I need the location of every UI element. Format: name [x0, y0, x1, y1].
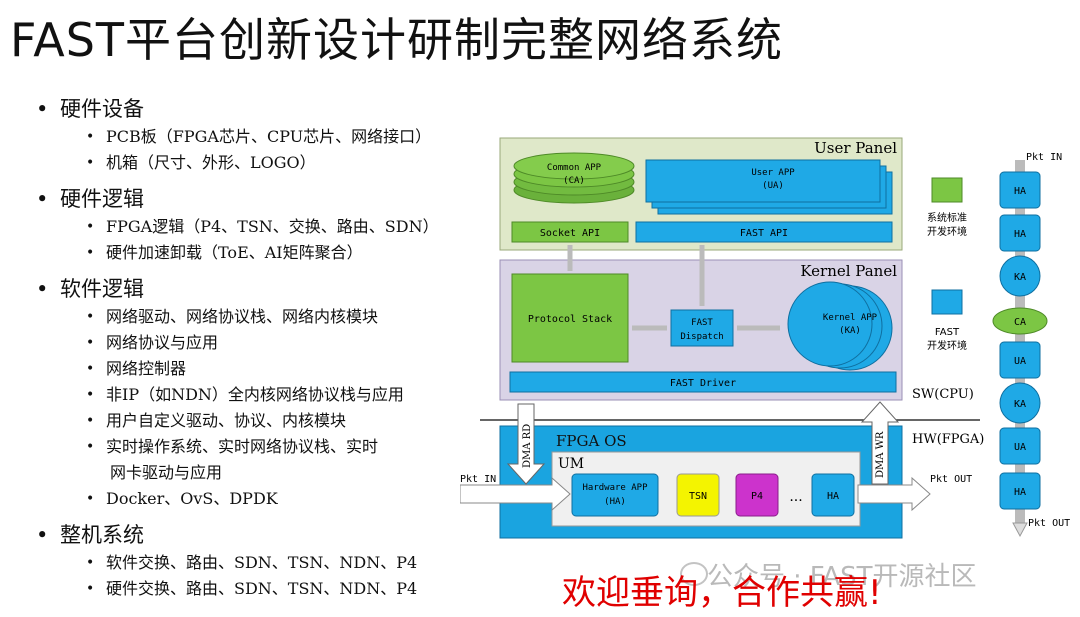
- legend-green-label-1: 系统标准: [927, 211, 967, 224]
- sw-cpu-label: SW(CPU): [912, 387, 974, 402]
- common-app-label: Common APP: [547, 163, 602, 173]
- outline-item: FPGA逻辑（P4、TSN、交换、路由、SDN）: [30, 214, 470, 240]
- um-label: UM: [558, 456, 584, 472]
- pipeline-node-ha: [999, 171, 1041, 209]
- pipeline-node-ha: [999, 214, 1041, 252]
- fast-driver-label: FAST Driver: [670, 378, 736, 389]
- pipeline-out-label: Pkt OUT: [1028, 518, 1070, 529]
- pipeline-node-ua: [999, 341, 1041, 379]
- pipeline-node-label: KA: [1014, 399, 1026, 410]
- outline-item: 硬件加速卸载（ToE、AI矩阵聚合）: [30, 240, 470, 266]
- outline: 硬件设备 PCB板（FPGA芯片、CPU芯片、网络接口） 机箱（尺寸、外形、LO…: [30, 92, 470, 602]
- common-app-abbrev: (CA): [563, 176, 585, 186]
- outline-section-hardware-device: 硬件设备: [30, 94, 470, 124]
- ha-box: [811, 473, 855, 517]
- pkt-out-label: Pkt OUT: [930, 474, 972, 485]
- pipeline-node-ka: [999, 382, 1041, 424]
- kernel-app-label: Kernel APP: [823, 313, 878, 323]
- legend-blue-label-1: FAST: [935, 327, 960, 338]
- pkt-out-arrow: [857, 476, 931, 512]
- fast-dispatch-box: [670, 309, 734, 347]
- legend-blue-swatch: [931, 289, 963, 315]
- pipeline-node-label: HA: [1014, 186, 1026, 197]
- p4-label: P4: [751, 491, 763, 502]
- outline-item: 用户自定义驱动、协议、内核模块: [30, 408, 470, 434]
- outline-item: 软件交换、路由、SDN、TSN、NDN、P4: [30, 550, 470, 576]
- watermark: 公众号 · FAST开源社区: [707, 562, 977, 592]
- outline-section-software-logic: 软件逻辑: [30, 274, 470, 304]
- tsn-box: [676, 473, 720, 517]
- dma-wr-arrow: DMA WR: [860, 401, 900, 485]
- outline-item: 硬件交换、路由、SDN、TSN、NDN、P4: [30, 576, 470, 602]
- user-app-stack: User APP (UA): [645, 159, 893, 215]
- pipeline-node-ua: [999, 427, 1041, 465]
- outline-item: 实时操作系统、实时网络协议栈、实时: [30, 434, 470, 460]
- outline-item: PCB板（FPGA芯片、CPU芯片、网络接口）: [30, 124, 470, 150]
- user-panel-label: User Panel: [814, 139, 897, 157]
- pipeline-column: Pkt IN Pkt OUT HA HA KA CA UA KA UA HA: [992, 152, 1070, 538]
- connector-arrows: [567, 245, 780, 331]
- dma-rd-label: DMA RD: [522, 424, 533, 468]
- architecture-diagram: User Panel Common APP (CA) User APP (UA)…: [460, 137, 1070, 539]
- pipeline-node-label: UA: [1014, 442, 1026, 453]
- outline-item: 网络控制器: [30, 356, 470, 382]
- fast-api-label: FAST API: [740, 228, 788, 239]
- pipeline-node-label: KA: [1014, 272, 1026, 283]
- legend-blue-label-2: 开发环境: [927, 339, 967, 352]
- outline-item: Docker、OvS、DPDK: [30, 486, 470, 512]
- pipeline-node-label: CA: [1014, 317, 1026, 328]
- pkt-in-label: Pkt IN: [460, 474, 496, 485]
- fast-dispatch-label-2: Dispatch: [680, 332, 723, 342]
- page-title: FAST平台创新设计研制完整网络系统: [10, 13, 784, 67]
- outline-item: 网络驱动、网络协议栈、网络内核模块: [30, 304, 470, 330]
- outline-item: 网络协议与应用: [30, 330, 470, 356]
- outline-item: 机箱（尺寸、外形、LOGO）: [30, 150, 470, 176]
- pipeline-in-label: Pkt IN: [1026, 152, 1062, 163]
- pkt-in-arrow: [460, 476, 571, 512]
- hardware-app-box: [571, 473, 659, 517]
- fast-api-box: [635, 221, 893, 243]
- socket-api-box: [511, 221, 629, 243]
- user-app-label: User APP: [751, 168, 795, 178]
- user-app-abbrev: (UA): [762, 181, 784, 191]
- hardware-app-abbrev: (HA): [604, 497, 626, 507]
- socket-api-label: Socket API: [540, 228, 600, 239]
- pipeline-node-label: HA: [1014, 487, 1026, 498]
- pipeline-node-label: HA: [1014, 229, 1026, 240]
- pipeline-node-ka: [999, 255, 1041, 297]
- fpga-os-label: FPGA OS: [556, 432, 627, 450]
- hardware-app-label: Hardware APP: [582, 483, 648, 493]
- pipeline-node-ha: [999, 472, 1041, 510]
- outline-item-continuation: 网卡驱动与应用: [110, 463, 223, 482]
- pipeline-node-label: UA: [1014, 356, 1026, 367]
- common-app-stack: Common APP (CA): [513, 152, 635, 204]
- hw-fpga-label: HW(FPGA): [912, 432, 984, 447]
- pipeline-node-ca: [992, 307, 1048, 335]
- welcome-text: 欢迎垂询，合作共赢!: [562, 573, 882, 613]
- protocol-stack-label: Protocol Stack: [528, 314, 612, 325]
- tsn-label: TSN: [689, 491, 707, 502]
- legend-green-label-2: 开发环境: [927, 225, 967, 238]
- ellipsis: ...: [789, 489, 802, 505]
- fast-dispatch-label-1: FAST: [691, 318, 713, 328]
- outline-section-complete-system: 整机系统: [30, 520, 470, 550]
- kernel-app-stack: Kernel APP (KA): [787, 281, 893, 371]
- dma-wr-label: DMA WR: [875, 431, 886, 478]
- outline-item: 非IP（如NDN）全内核网络协议栈与应用: [30, 382, 470, 408]
- ha-label: HA: [827, 491, 839, 502]
- kernel-panel-label: Kernel Panel: [800, 262, 897, 280]
- fast-driver-box: [509, 371, 897, 393]
- watermark-logo-icon: [680, 562, 708, 586]
- p4-box: [735, 473, 779, 517]
- dma-rd-arrow: DMA RD: [506, 403, 546, 485]
- kernel-app-abbrev: (KA): [839, 326, 861, 336]
- outline-section-hardware-logic: 硬件逻辑: [30, 184, 470, 214]
- protocol-stack-box: [511, 273, 629, 363]
- legend-green-swatch: [931, 177, 963, 203]
